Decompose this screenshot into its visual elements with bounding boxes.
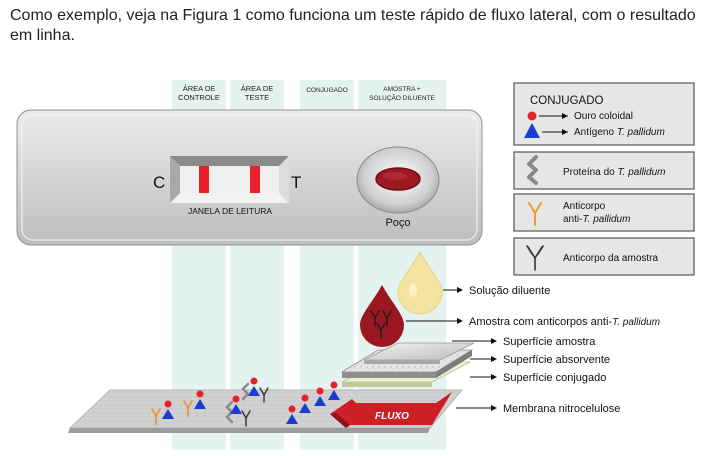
gold-molecule [164,400,172,408]
antigen-molecule [314,396,326,406]
sample-pad [363,342,475,364]
zone-conjugate: CONJUGADO [306,87,348,94]
gold-molecule [250,377,258,385]
callouts [406,287,497,411]
gold-molecule [316,387,324,395]
reading-window [170,156,289,203]
gold-molecule [232,395,240,403]
zone-sample-line2: SOLUÇÃO DILUENTE [369,93,435,102]
zone-sample-line1: AMOSTRA + [383,86,421,93]
legend-antigen: Antígeno T. pallidum [574,127,665,138]
gold-molecule [301,394,309,402]
flow-label: FLUXO [375,411,409,422]
label-surface-conjugate: Superfície conjugado [503,372,606,384]
diluent-drop [397,251,443,315]
label-surface-absorbent: Superfície absorvente [503,354,610,366]
legend-antibody-line2: anti-T. pallidum [563,214,630,225]
gold-molecule [196,390,204,398]
test-line [250,166,260,193]
antigen-molecule [162,409,174,419]
antigen-icon [524,123,540,138]
molecules [151,377,340,427]
legend-title: CONJUGADO [530,95,604,107]
antigen-molecule [328,390,340,400]
well-label: Poço [385,217,410,229]
zone-test-line2: TESTE [245,93,269,102]
gold-icon [527,111,537,121]
legend: CONJUGADO Ouro coloidal Antígeno T. pall… [513,82,695,276]
intro-text: Como exemplo, veja na Figura 1 como func… [10,7,696,44]
sample-antibody-molecule [241,410,251,427]
gold-molecule [330,381,338,389]
label-sample: Amostra com anticorpos anti-T. pallidum [469,316,660,328]
test-device: C T JANELA DE LEITURA Poço [16,109,483,246]
anti-antibody-icon [528,202,542,226]
zone-control-line1: ÁREA DE [183,84,216,93]
legend-protein: Proteína do T. pallidum [563,167,665,178]
label-diluent: Solução diluente [469,285,550,297]
gold-molecule [288,405,296,413]
flow-arrow: FLUXO [330,392,452,428]
c-label: C [153,173,165,192]
legend-gold: Ouro coloidal [574,111,633,122]
window-label: JANELA DE LEITURA [188,206,272,216]
antigen-molecule [248,386,260,396]
legend-sample-antibody: Anticorpo da amostra [563,253,658,264]
legend-antibody-line1: Anticorpo [563,201,606,212]
sample-antibody-icon [526,245,544,271]
label-membrane: Membrana nitrocelulose [503,403,620,415]
label-surface-sample: Superfície amostra [503,336,596,348]
protein-icon [527,155,538,185]
control-line [199,166,209,193]
antigen-molecule [299,403,311,413]
antigen-molecule [286,414,298,424]
zone-test-line1: ÁREA DE [241,84,274,93]
sample-antibody-molecule [259,387,269,403]
anti-antibody-molecule [183,400,193,417]
anti-antibody-molecule [151,408,161,425]
sample-drop [360,285,404,347]
antigen-molecule [230,404,242,414]
zone-control-line2: CONTROLE [178,93,220,102]
sample-well [356,146,440,214]
t-label: T [291,173,301,192]
antigen-molecule [194,399,206,409]
protein-molecule [241,382,250,401]
